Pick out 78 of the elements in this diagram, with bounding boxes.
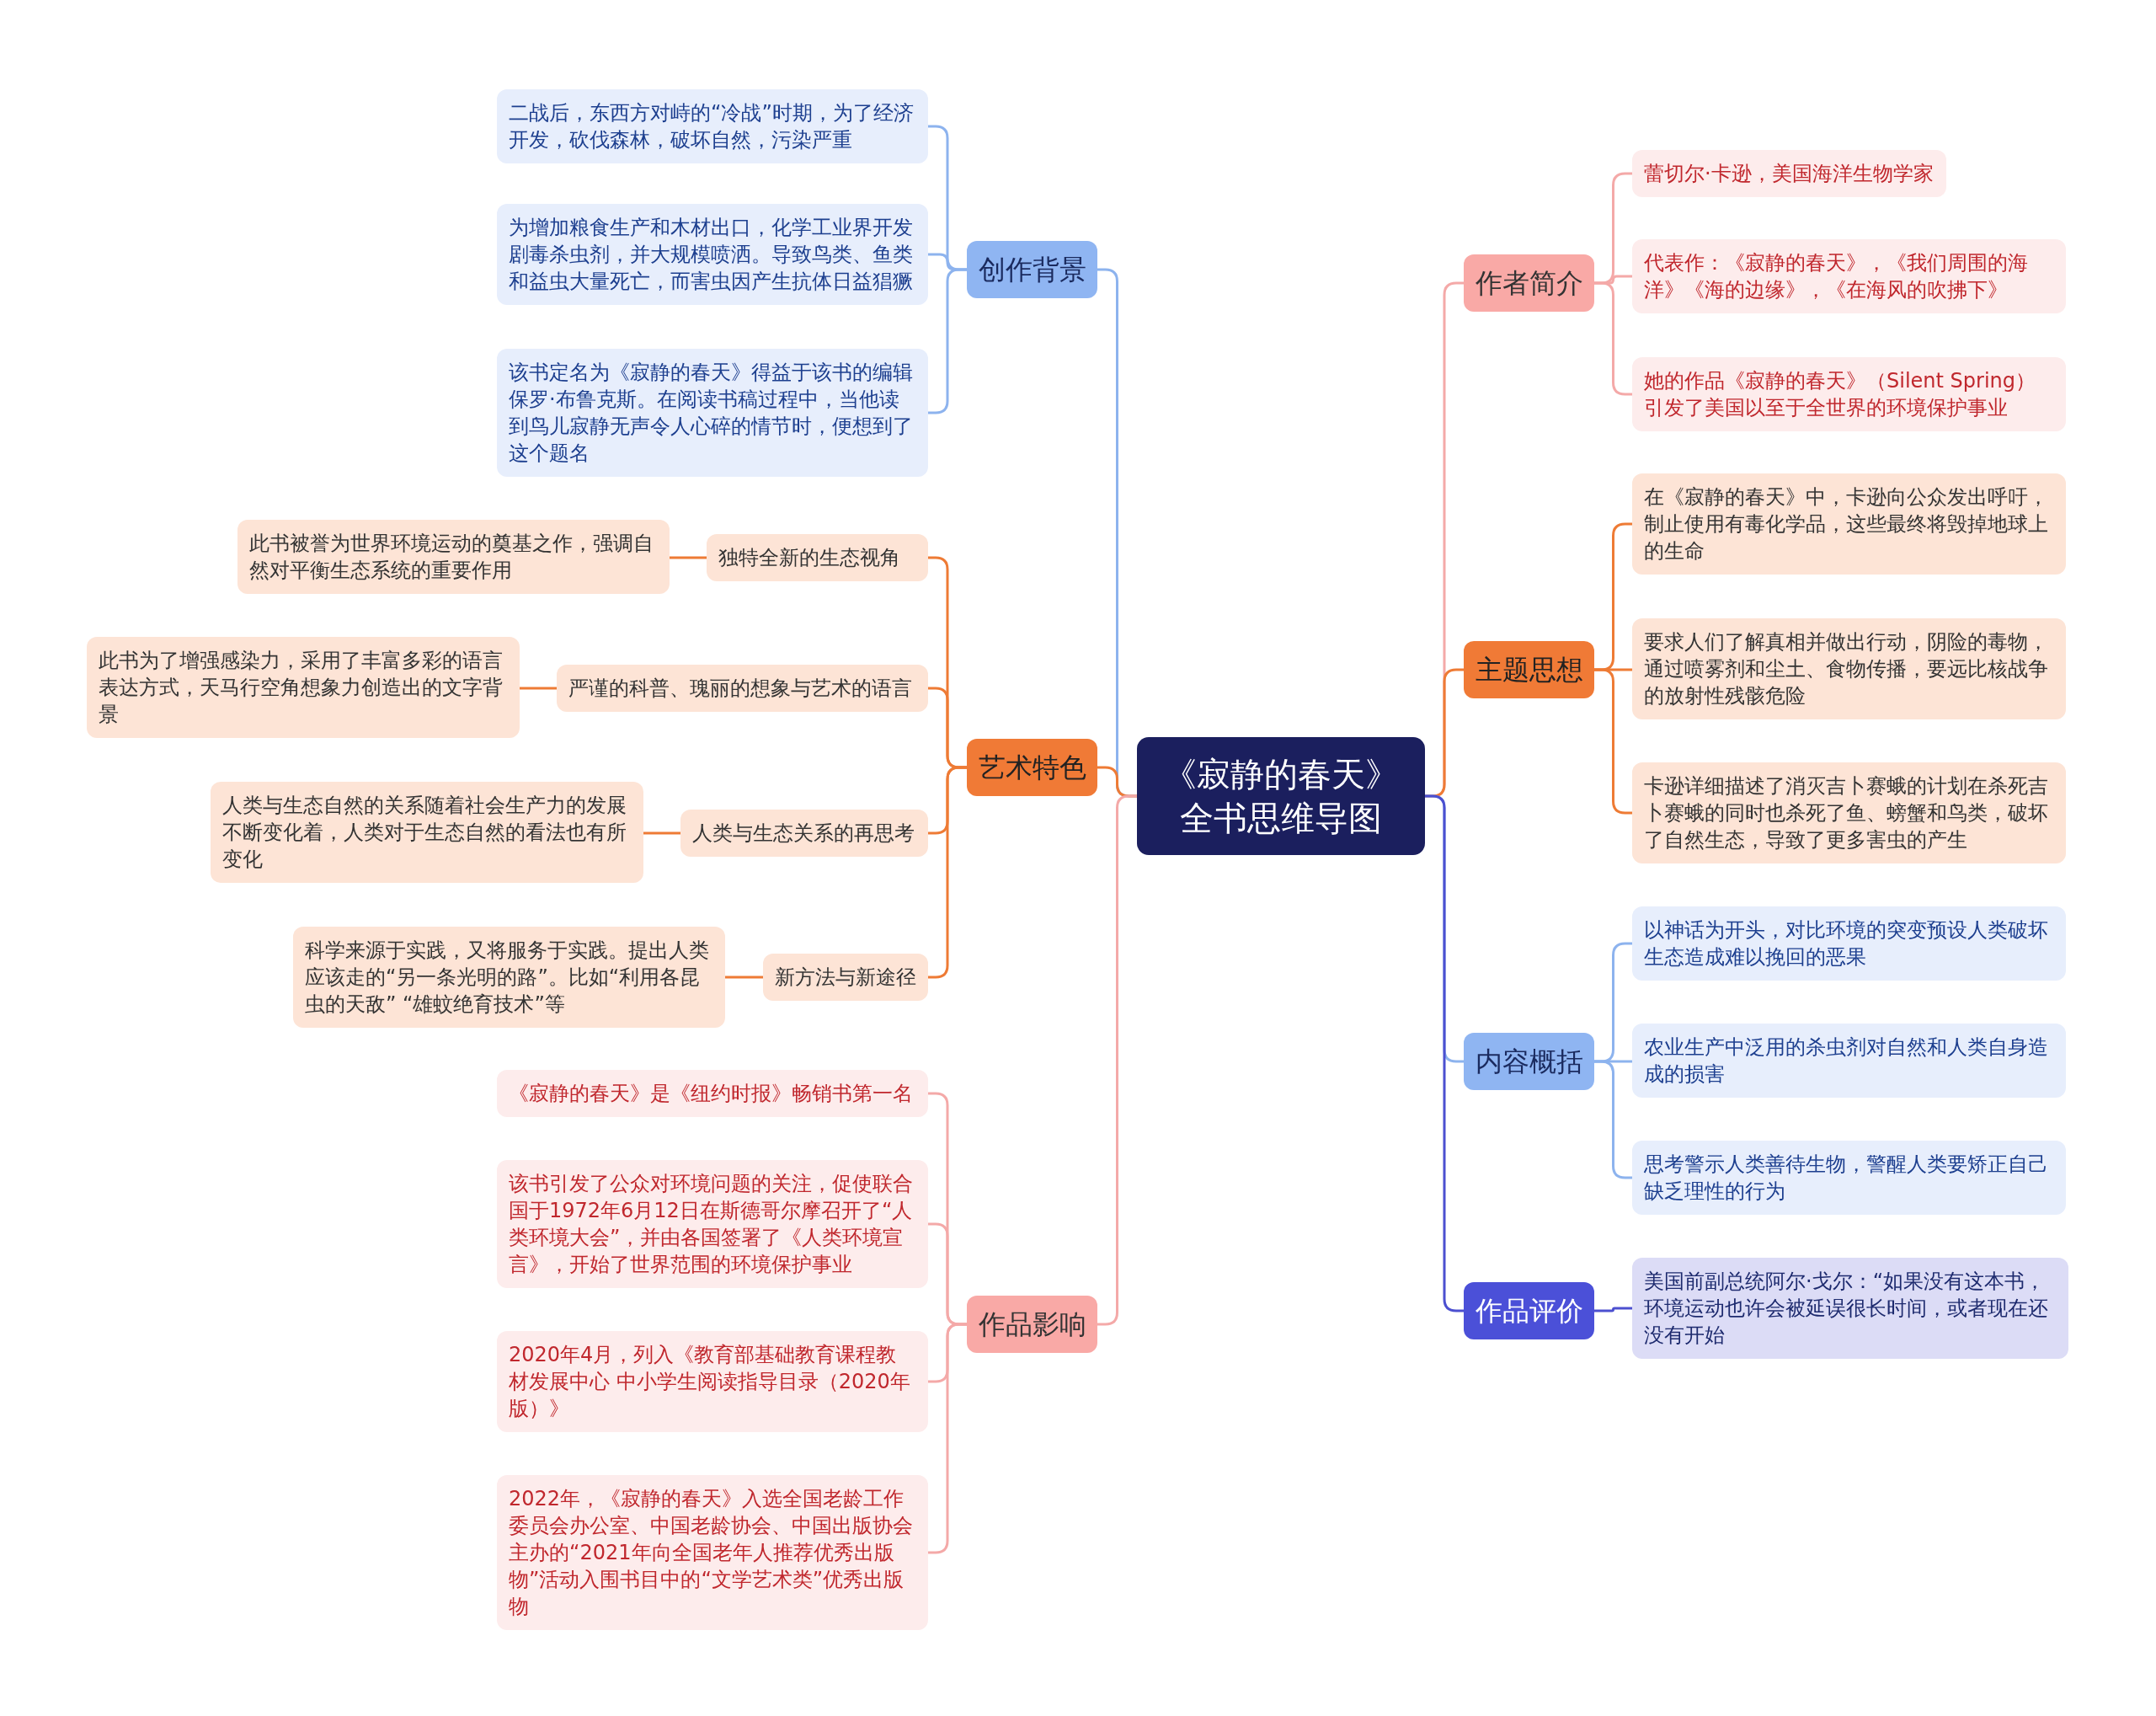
topic-box [497, 1160, 928, 1288]
topic-text: 《寂静的春天》是《纽约时报》畅销书第一名 [509, 1081, 913, 1107]
connector-line [1594, 281, 1632, 396]
topic-text: 该书引发了公众对环境问题的关注，促使联合国于1972年6月12日在斯德哥尔摩召开了“人类环境大会”，并由各国签署了《人类环境宣言》，开始了世界范围的环境保护事业 [509, 1171, 914, 1278]
topic-text: 卡逊详细描述了消灭吉卜赛蛾的计划在杀死吉卜赛蛾的同时也杀死了鱼、螃蟹和鸟类，破坏了自然生态，导致了更多害虫的产生 [1644, 773, 2049, 853]
topic-text: 要求人们了解真相并做出行动，阴险的毒物，通过喷雾剂和尘土、食物传播，要远比核战争的放射性残骸危险 [1644, 629, 2049, 709]
topic-text: 2022年，《寂静的春天》入选全国老龄工作委员会办公室、中国老龄协会、中国出版协会主办的“2021年向全国老年人推荐优秀出版物”活动入围书目中的“文学艺术类”优秀出版物 [509, 1486, 914, 1620]
topic-box [557, 665, 928, 712]
branch-box [1464, 1282, 1594, 1339]
title-text: 《寂静的春天》全书思维导图 [1162, 754, 1400, 839]
topic-box [1632, 906, 2066, 981]
topic-text: 独特全新的生态视角 [718, 545, 900, 571]
topic-box [87, 637, 520, 738]
branch-box [1464, 254, 1594, 312]
topic-text: 严谨的科普、瑰丽的想象与艺术的语言 [568, 676, 912, 702]
topic-box [1632, 1258, 2068, 1359]
connector-line [1594, 1060, 1632, 1179]
topic-text: 代表作：《寂静的春天》，《我们周围的海洋》《海的边缘》，《在海风的吹拂下》 [1644, 250, 2029, 303]
topic-box [1632, 1024, 2066, 1098]
connector-line [725, 976, 763, 979]
topic-box [497, 89, 928, 163]
topic-box [497, 349, 928, 477]
branch-label: 主题思想 [1475, 653, 1583, 687]
topic-text: 蕾切尔·卡逊，美国海洋生物学家 [1644, 161, 1934, 187]
topic-text: 此书被誉为世界环境运动的奠基之作，强调自然对平衡生态系统的重要作用 [249, 531, 654, 584]
topic-text: 她的作品《寂静的春天》（Silent Spring）引发了美国以至于全世界的环境保护事业 [1644, 368, 2037, 421]
topic-text: 二战后，东西方对峙的“冷战”时期，为了经济开发，砍伐森林，破坏自然，污染严重 [509, 100, 915, 153]
topic-text: 农业生产中泛用的杀虫剂对自然和人类自身造成的损害 [1644, 1034, 2049, 1088]
topic-box [763, 954, 928, 1001]
topic-box [1632, 762, 2066, 863]
topic-text: 在《寂静的春天》中，卡逊向公众发出呼吁，制止使用有毒化学品，这些最终将毁掉地球上的生命 [1644, 484, 2049, 564]
connector-line [643, 831, 680, 835]
branch-label: 作品影响 [978, 1307, 1086, 1341]
connector-line [1097, 794, 1137, 1326]
topic-box [1632, 150, 1946, 197]
topic-text: 为增加粮食生产和木材出口，化学工业界开发剧毒杀虫剂，并大规模喷洒。导致鸟类、鱼类和益虫大量死亡，而害虫因产生抗体日益猖獗 [509, 215, 914, 295]
branch-box [967, 739, 1097, 796]
topic-text: 美国前副总统阿尔·戈尔：“如果没有这本书，环境运动也许会被延误很长时间，或者现在还没有开始 [1644, 1269, 2049, 1349]
branch-label: 艺术特色 [978, 751, 1086, 784]
topic-text: 该书定名为《寂静的春天》得益于该书的编辑保罗·布鲁克斯。在阅读书稿过程中，当他读到鸟儿寂静无声令人心碎的情节时，便想到了这个题名 [509, 360, 914, 467]
connector-line [928, 268, 967, 414]
branch-label: 作品评价 [1475, 1294, 1583, 1328]
topic-box [1632, 618, 2066, 719]
connector-line [1594, 1307, 1632, 1312]
connector-line [928, 1323, 967, 1554]
topic-box [497, 204, 928, 305]
root-node [1137, 737, 1425, 855]
topic-text: 思考警示人类善待生物，警醒人类要矫正自己缺乏理性的行为 [1644, 1152, 2049, 1205]
connector-line [670, 556, 707, 559]
topic-text: 以神话为开头，对比环境的突变预设人类破坏生态造成难以挽回的恶果 [1644, 917, 2049, 970]
branch-box [1464, 641, 1594, 698]
branch-box [967, 241, 1097, 298]
topic-text: 2020年4月，列入《教育部基础教育课程教材发展中心 中小学生阅读指导目录（2020年版）》 [509, 1342, 911, 1422]
topic-box [707, 534, 928, 581]
topic-box [497, 1070, 928, 1117]
topic-text: 人类与生态自然的关系随着社会生产力的发展不断变化着，人类对于生态自然的看法也有所变化 [222, 793, 627, 873]
topic-text: 人类与生态关系的再思考 [692, 821, 915, 847]
topic-box [237, 520, 670, 594]
topic-box [211, 782, 643, 883]
topic-text: 新方法与新途径 [775, 965, 916, 991]
branch-box [1464, 1033, 1594, 1090]
topic-box [1632, 473, 2066, 575]
topic-box [1632, 1141, 2066, 1215]
topic-text: 此书为了增强感染力，采用了丰富多彩的语言表达方式，天马行空角想象力创造出的文字背景 [99, 648, 504, 728]
topic-text: 科学来源于实践，又将服务于实践。提出人类应该走的“另一条光明的路”。比如“利用各昆虫的天敌” “雄蚊绝育技术”等 [305, 938, 710, 1018]
connector-line [928, 766, 967, 979]
branch-label: 内容概括 [1475, 1045, 1583, 1078]
topic-box [680, 810, 928, 857]
branch-label: 创作背景 [978, 253, 1086, 286]
topic-box [1632, 239, 2066, 313]
branch-box [967, 1296, 1097, 1353]
connector-line [520, 687, 557, 690]
connector-line [1594, 668, 1632, 815]
topic-box [1632, 357, 2066, 431]
topic-box [497, 1331, 928, 1432]
branch-label: 作者简介 [1475, 266, 1583, 300]
topic-box [293, 927, 725, 1028]
topic-box [497, 1475, 928, 1630]
